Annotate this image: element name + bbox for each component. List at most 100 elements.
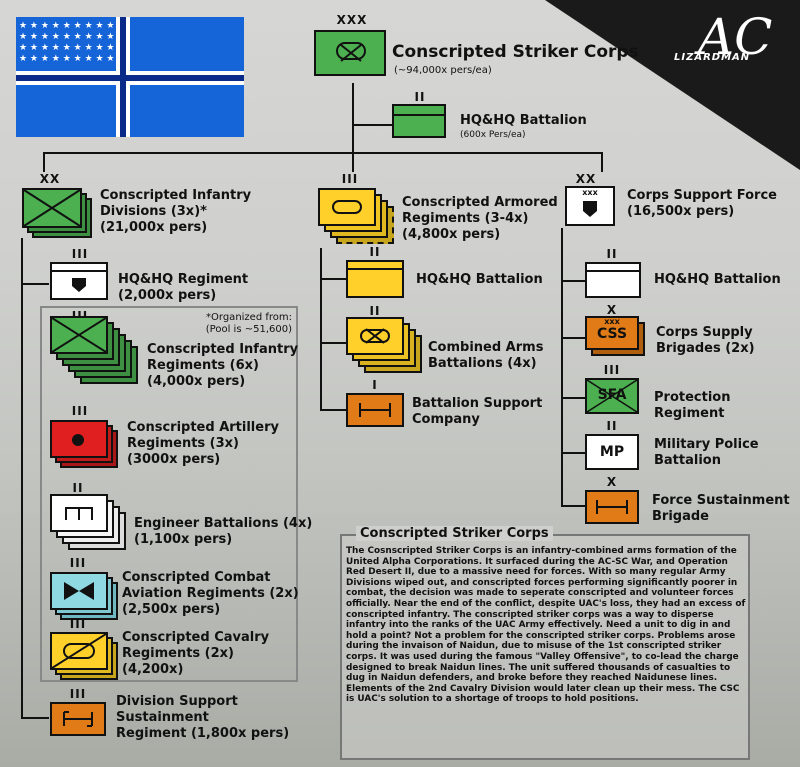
flag-graphic: ★ ★ ★ ★ ★ ★ ★ ★ ★ ★ ★ ★ ★ ★ ★ ★ ★ ★ ★ ★ … [16,17,244,137]
art-reg-echelon: III [71,404,89,418]
infantry-div-echelon: XX [39,172,61,186]
svg-text:★ ★ ★ ★ ★ ★ ★ ★ ★: ★ ★ ★ ★ ★ ★ ★ ★ ★ [19,21,115,31]
corner-logo-letters: AC [698,8,773,66]
left-sus-tick [21,717,49,719]
description-body: The Cosnscripted Striker Corps is an inf… [346,546,746,705]
csb-inner: CSS [596,326,628,342]
protection-cross-icon [587,380,637,412]
pr-inner: SFA [597,387,627,403]
infantry-div-symbol [22,188,82,228]
cav-reg-echelon: III [69,617,87,631]
cav-reg-title: Conscripted Cavalry Regiments (2x) (4,20… [122,630,270,677]
support-force-title: Corps Support Force (16,500x pers) [627,188,777,219]
corner-logo-name: LIZARDMAN [674,52,751,63]
right-pr-tick [561,397,585,399]
support-force-echelon: XX [575,172,597,186]
right-mp-tick [561,452,585,454]
engineer-bridge-icon [65,507,93,520]
div-hq-title: HQ&HQ Regiment (2,000x pers) [118,272,249,303]
mid-cab-tick [320,342,346,344]
artillery-dot-icon [72,434,84,446]
bowtie-icon [64,582,94,600]
inf-reg-symbol [50,316,108,354]
left-hq-tick [21,283,49,285]
div-sus-title: Division Support Sustainment Regiment (1… [116,694,290,741]
sustain-bar-icon [63,711,93,727]
support-force-symbol: xxx [565,186,615,226]
infantry-cross-icon-2 [52,318,106,352]
mp-title: Military Police Battalion [654,437,759,468]
corps-hq-symbol [392,104,446,138]
inf-reg-title: Conscripted Infantry Regiments (6x) (4,0… [147,342,299,389]
svg-text:★ ★ ★ ★ ★ ★ ★ ★ ★: ★ ★ ★ ★ ★ ★ ★ ★ ★ [19,32,115,42]
bsc-title: Battalion Support Company [412,396,543,427]
fsb-echelon: X [606,475,618,489]
corps-subtitle: (~94,000x pers/ea) [394,65,492,76]
cab-echelon: II [369,304,381,318]
corps-cross-icon [340,44,362,62]
corps-hq-title: HQ&HQ Battalion [460,113,587,128]
combined-arms-icon [365,328,385,344]
cab-symbol [346,317,404,355]
sustain-bar-icon-3 [596,500,628,514]
eng-bn-symbol [50,494,108,532]
mid-bsc-tick [320,409,346,411]
shield-icon [583,201,597,217]
bsc-echelon: I [372,378,378,392]
mp-echelon: II [606,419,618,433]
right-fsb-tick [561,505,585,507]
csb-symbol: xxx CSS [585,316,639,350]
corps-hq-echelon: II [414,90,426,104]
svg-text:★ ★ ★ ★ ★ ★ ★ ★ ★: ★ ★ ★ ★ ★ ★ ★ ★ ★ [19,43,115,53]
armored-reg-title: Conscripted Armored Regiments (3-4x) (4,… [402,195,558,242]
eng-bn-echelon: II [72,481,84,495]
arm-hq-symbol [346,260,404,298]
avn-reg-symbol [50,572,108,610]
corps-symbol [314,30,386,76]
corps-stem [352,83,354,153]
right-hq-tick [561,280,585,282]
left-column [21,238,23,718]
arm-hq-echelon: II [369,245,381,259]
bsc-symbol [346,393,404,427]
cavalry-slash-icon [52,634,106,668]
mp-inner: MP [599,444,625,460]
top-horizontal [43,152,603,154]
support-force-inner: xxx [582,188,598,197]
fsb-title: Force Sustainment Brigade [652,493,790,524]
infantry-div-title: Conscripted Infantry Divisions (3x)* (21… [100,188,252,235]
sf-hq-title: HQ&HQ Battalion [654,272,781,287]
sf-hq-echelon: II [606,247,618,261]
mp-symbol: MP [585,434,639,470]
art-reg-symbol [50,420,108,458]
corps-echelon: XXX [336,13,368,27]
mid-hq-tick [320,278,346,280]
csb-inner-top: xxx [604,317,620,326]
mid-column [320,248,322,410]
armor-track-icon [332,200,362,214]
csb-echelon: X [606,303,618,317]
armored-reg-symbol [318,188,376,226]
right-column [561,228,563,506]
pr-echelon: III [603,363,621,377]
div-hq-symbol [50,262,108,300]
arm-hq-title: HQ&HQ Battalion [416,272,543,287]
corner-logo: AC LIZARDMAN [674,8,780,88]
art-reg-title: Conscripted Artillery Regiments (3x) (30… [127,420,279,467]
div-sus-symbol [50,702,106,736]
corps-title: Conscripted Striker Corps [392,42,639,62]
svg-text:★ ★ ★ ★ ★ ★ ★ ★ ★: ★ ★ ★ ★ ★ ★ ★ ★ ★ [19,54,115,64]
avn-reg-echelon: III [69,556,87,570]
avn-reg-title: Conscripted Combat Aviation Regiments (2… [122,570,299,617]
sf-hq-symbol [585,262,641,298]
eng-bn-title: Engineer Battalions (4x) (1,100x pers) [134,516,313,547]
fsb-symbol [585,490,639,524]
description-title: Conscripted Striker Corps [356,526,553,541]
corps-hq-subtitle: (600x Pers/ea) [460,130,526,140]
organized-from-box [40,306,298,682]
pr-title: Protection Regiment [654,390,731,421]
armored-reg-echelon: III [341,172,359,186]
div-hq-echelon: III [71,247,89,261]
cab-title: Combined Arms Battalions (4x) [428,340,544,371]
cav-reg-symbol [50,632,108,670]
